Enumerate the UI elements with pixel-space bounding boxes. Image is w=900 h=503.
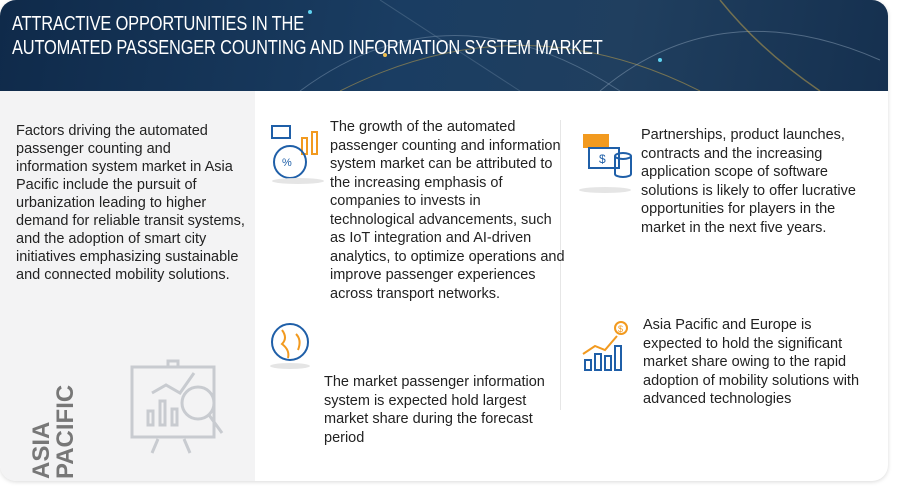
region-label-line1: ASIA (28, 421, 55, 479)
insight-opportunities: Partnerships, product launches, contract… (641, 127, 856, 236)
insight-tech-growth: The growth of the automated passenger co… (330, 119, 565, 302)
insight-regional-share: Asia Pacific and Europe is expected to h… (643, 317, 860, 407)
svg-text:$: $ (618, 324, 623, 334)
svg-text:%: % (282, 157, 292, 169)
divider (560, 120, 561, 410)
region-label: ASIA PACIFIC (28, 379, 79, 479)
insight-pis-share: The market passenger information system … (324, 374, 545, 446)
growth-analysis-icon: % (271, 125, 324, 184)
region-drivers-text: Factors driving the automated passenger … (16, 123, 245, 283)
page-title-line1: ATTRACTIVE OPPORTUNITIES IN THE (12, 13, 304, 35)
bar-chart-dollar-icon: $ (582, 321, 628, 371)
region-label-line2: PACIFIC (52, 384, 79, 479)
page-title-line2: AUTOMATED PASSENGER COUNTING AND INFORMA… (12, 37, 603, 59)
infographic-card: ATTRACTIVE OPPORTUNITIES IN THE AUTOMATE… (0, 0, 888, 481)
region-panel: Factors driving the automated passenger … (0, 91, 255, 481)
globe-icon (270, 323, 310, 369)
header-banner: ATTRACTIVE OPPORTUNITIES IN THE AUTOMATE… (0, 0, 888, 91)
presentation-analytics-icon (130, 359, 224, 454)
money-icon: $ (579, 134, 632, 193)
network-lines-decoration (299, 0, 881, 91)
svg-text:$: $ (599, 152, 606, 166)
